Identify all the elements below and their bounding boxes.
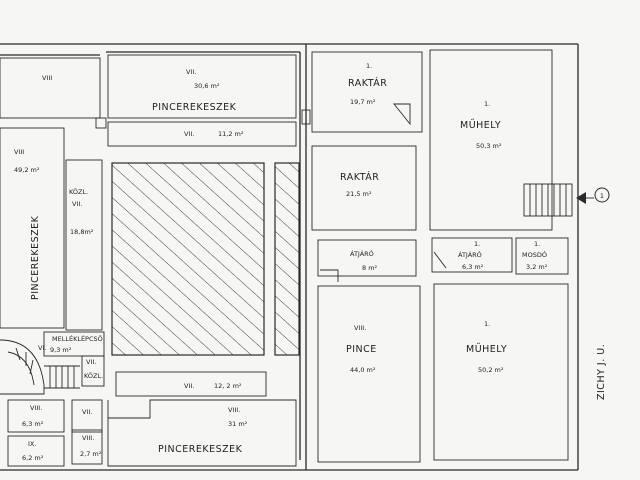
raktar1-name: RAKTÁR: [348, 77, 387, 89]
marker-circle: [594, 187, 610, 203]
raktar-2-room: [311, 145, 417, 231]
muhely-1-room: [429, 49, 553, 231]
small-kozl-level: VII.: [86, 358, 96, 366]
kozl-level: VII.: [72, 200, 82, 208]
corridor-level: VII.: [184, 130, 194, 138]
top-cellar-room: [107, 54, 297, 119]
hatched-courtyard: [111, 162, 300, 356]
mellek-level: VI.: [38, 344, 46, 352]
sm1-area: 6,3 m²: [22, 420, 44, 428]
pince-room: [317, 285, 421, 463]
street-label: ZICHY J. U.: [596, 344, 607, 400]
lower-area: 31 m²: [228, 420, 248, 428]
mosdo-name: MOSDÓ: [522, 250, 547, 259]
left-area: 49,2 m²: [14, 166, 40, 174]
muhely-2-room: [433, 283, 569, 461]
raktar-1-room: [311, 51, 423, 133]
raktar2-area: 21,5 m²: [346, 190, 372, 198]
arrow-left-icon: [576, 192, 586, 204]
entrance-marker: 1: [576, 187, 610, 204]
sm1-level: VIII.: [30, 404, 42, 412]
top-area: 30,6 m²: [194, 82, 220, 90]
atjaro2-name: ÁTJÁRÓ: [458, 250, 482, 259]
top-level: VII.: [186, 68, 196, 76]
left-level: VIII: [14, 148, 24, 156]
outer-walls: [0, 43, 579, 471]
raktar1-level: 1.: [366, 62, 372, 70]
pince-level: VIII.: [354, 324, 366, 332]
left-cellar-room: [0, 127, 65, 329]
atjaro-2-room: [431, 237, 513, 273]
pince-area: 44,0 m²: [350, 366, 376, 374]
entrance-stairs: [523, 183, 573, 217]
mosdo-room: [515, 237, 569, 275]
top-left-room: [0, 57, 101, 119]
atjaro1-area: 8 m²: [362, 264, 378, 272]
lower-corr-level: VII.: [184, 382, 194, 390]
atjaro2-level: 1.: [474, 240, 480, 248]
sm4-area: 2,7 m²: [80, 450, 102, 458]
kozl-area: 18,8m²: [70, 228, 94, 236]
mosdo-area: 3,2 m²: [526, 263, 548, 271]
muhely2-level: 1.: [484, 320, 490, 328]
muhely1-name: MŰHELY: [460, 120, 501, 131]
raktar2-name: RAKTÁR: [340, 171, 379, 183]
kozl-name: KÖZL.: [69, 187, 88, 196]
small-rooms: [7, 399, 103, 467]
atjaro1-name: ÁTJÁRÓ: [350, 249, 374, 258]
raktar1-area: 19,7 m²: [350, 98, 376, 106]
atjaro2-area: 6,3 m²: [462, 263, 484, 271]
atjaro-1-room: [317, 239, 417, 277]
mellek-name: MELLÉKLÉPCSŐ: [52, 334, 103, 343]
left-name: PINCEREKESZEK: [30, 215, 41, 300]
muhely2-area: 50,2 m²: [478, 366, 504, 374]
lower-name: PINCEREKESZEK: [158, 444, 243, 455]
sm4-level: VIII.: [82, 434, 94, 442]
top-left-level: VIII: [42, 74, 52, 82]
pince-name: PINCE: [346, 344, 377, 355]
marker-number: 1: [600, 192, 604, 200]
top-name: PINCEREKESZEK: [152, 102, 237, 113]
room-labels: VIII VII. 30,6 m² PINCEREKESZEK VII. 11,…: [14, 62, 607, 462]
kozl-room: [65, 159, 103, 331]
muhely1-area: 50,3 m²: [476, 142, 502, 150]
sm3-level: IX.: [28, 440, 36, 448]
mellek-area: 9,3 m²: [50, 346, 72, 354]
muhely1-level: 1.: [484, 100, 490, 108]
mosdo-level: 1.: [534, 240, 540, 248]
upper-corridor: [107, 121, 297, 147]
muhely2-name: MŰHELY: [466, 344, 507, 355]
corridor-area: 11,2 m²: [218, 130, 244, 138]
sm3-area: 6,2 m²: [22, 454, 44, 462]
lower-corr-area: 12, 2 m²: [214, 382, 242, 390]
lower-cellar-room: [107, 399, 297, 467]
small-kozl-name: KÖZL.: [84, 371, 103, 380]
sm2-level: VII.: [82, 408, 92, 416]
lower-corridor: [115, 371, 267, 397]
side-staircase: [0, 331, 105, 395]
lower-level: VIII.: [228, 406, 240, 414]
door-marks: [95, 103, 447, 282]
